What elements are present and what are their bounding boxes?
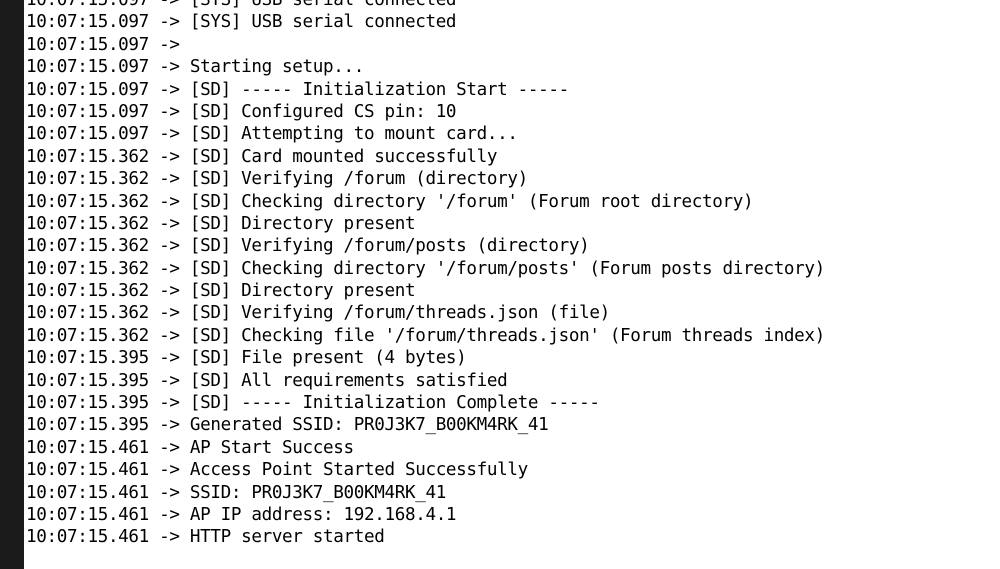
log-line: 10:07:15.395 -> [SD] File present (4 byt… [26, 348, 467, 369]
log-line: 10:07:15.097 -> [SD] Configured CS pin: … [26, 101, 457, 122]
serial-log-line-list: 10:07:15.097 -> [SYS] USB serial connect… [26, 0, 825, 548]
log-line: 10:07:15.362 -> [SD] Verifying /forum/po… [26, 236, 590, 257]
log-line: 10:07:15.097 -> Starting setup... [26, 57, 364, 78]
log-line: 10:07:15.362 -> [SD] Directory present [26, 281, 416, 302]
log-line: 10:07:15.395 -> Generated SSID: PR0J3K7_… [26, 415, 549, 436]
log-line: 10:07:15.461 -> SSID: PR0J3K7_B00KM4RK_4… [26, 482, 446, 503]
log-line: 10:07:15.362 -> [SD] Card mounted succes… [26, 146, 498, 167]
log-line: 10:07:15.461 -> AP Start Success [26, 437, 354, 458]
log-line: 10:07:15.097 -> [26, 34, 190, 55]
log-line: 10:07:15.362 -> [SD] Directory present [26, 213, 416, 234]
log-line: 10:07:15.362 -> [SD] Checking file '/for… [26, 325, 825, 346]
log-line: 10:07:15.362 -> [SD] Verifying /forum (d… [26, 169, 528, 190]
log-line: 10:07:15.461 -> Access Point Started Suc… [26, 460, 528, 481]
log-line: 10:07:15.362 -> [SD] Checking directory … [26, 258, 825, 279]
window-left-gutter [0, 0, 24, 569]
log-line: 10:07:15.097 -> [SD] Attempting to mount… [26, 124, 518, 145]
log-line: 10:07:15.395 -> [SD] All requirements sa… [26, 370, 508, 391]
log-line: 10:07:15.461 -> HTTP server started [26, 527, 385, 548]
log-line: 10:07:15.097 -> [SYS] USB serial connect… [26, 0, 457, 10]
log-line: 10:07:15.362 -> [SD] Checking directory … [26, 191, 754, 212]
log-line: 10:07:15.461 -> AP IP address: 192.168.4… [26, 504, 457, 525]
log-line: 10:07:15.097 -> [SYS] USB serial connect… [26, 12, 457, 33]
log-line: 10:07:15.097 -> [SD] ----- Initializatio… [26, 79, 569, 100]
log-line: 10:07:15.362 -> [SD] Verifying /forum/th… [26, 303, 610, 324]
log-line: 10:07:15.395 -> [SD] ----- Initializatio… [26, 393, 600, 414]
